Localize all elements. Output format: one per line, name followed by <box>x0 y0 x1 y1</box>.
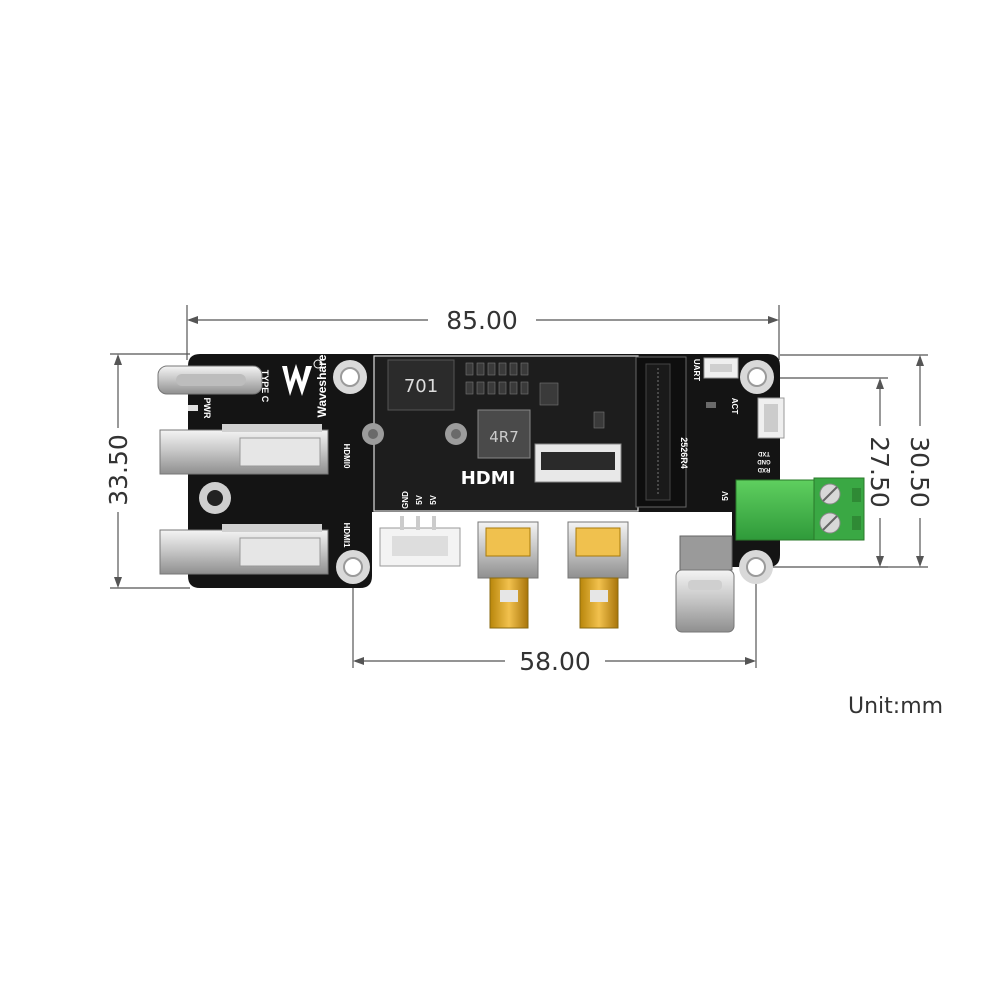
term-pin-5v: 5V <box>721 490 730 500</box>
waveshare-logo <box>282 359 323 396</box>
dim-width-holes: 58.00 <box>519 647 591 676</box>
brand-label: Waveshare <box>315 354 329 417</box>
hdmi0-label: HDMI0 <box>342 444 351 469</box>
dimension-lines <box>110 305 928 668</box>
terminal-block <box>735 477 865 541</box>
dim-height-holes: 27.50 <box>865 436 894 508</box>
uart-pin-txd: TXD <box>757 450 770 456</box>
hdmi0-port <box>159 424 329 475</box>
act-led <box>706 402 716 408</box>
pwr-led <box>188 405 198 411</box>
fan-pin-5v-b: 5V <box>429 494 438 504</box>
mounting-hole-bottom-left <box>336 550 370 584</box>
m2-label: 2526R4 <box>679 437 689 469</box>
inductor-4r7: 4R7 <box>477 409 531 459</box>
resistor-array <box>465 362 605 429</box>
fan-header <box>379 516 461 567</box>
dim-height-right: 30.50 <box>905 436 934 508</box>
act-label: ACT <box>730 398 739 415</box>
hdmi-logo: HDMI <box>461 468 516 489</box>
mini-hdmi-port-1 <box>477 521 539 629</box>
inductor-701-label: 701 <box>404 376 438 397</box>
uart-label: UART <box>692 359 701 381</box>
dim-width-overall: 85.00 <box>446 306 518 335</box>
fpc-connector <box>534 443 622 483</box>
usb-c-plug <box>675 535 735 633</box>
fan-pin-5v-a: 5V <box>415 494 424 504</box>
pwr-label: PWR <box>202 398 212 419</box>
inductor-701: 701 <box>387 359 455 411</box>
mounting-hole-top-right <box>740 360 774 394</box>
mounting-hole-top-left <box>333 360 367 394</box>
usb-type-c-port <box>157 365 263 395</box>
dim-height-overall: 33.50 <box>104 434 133 506</box>
uart-header <box>757 397 785 439</box>
mounting-hole-bottom-right <box>739 550 773 584</box>
mini-hdmi-port-2 <box>567 521 629 629</box>
inductor-4r7-label: 4R7 <box>489 428 519 446</box>
m2-slot <box>635 356 687 508</box>
mounting-hole-left-mid <box>199 482 231 514</box>
term-pin-gnd: GND <box>721 513 730 531</box>
type-c-label: TYPE C <box>260 370 270 403</box>
uart-connector <box>703 357 739 379</box>
fan-pin-gnd: GND <box>401 491 410 509</box>
uart-pin-gnd: GND <box>757 458 771 464</box>
unit-note: Unit:mm <box>848 694 944 719</box>
pcb-board: TYPE C PWR Waveshare HDMI0 HDMI1 701 <box>157 354 865 633</box>
hdmi1-label: HDMI1 <box>342 523 351 548</box>
hdmi1-port <box>159 524 329 575</box>
uart-pin-rxd: RXD <box>757 466 770 472</box>
